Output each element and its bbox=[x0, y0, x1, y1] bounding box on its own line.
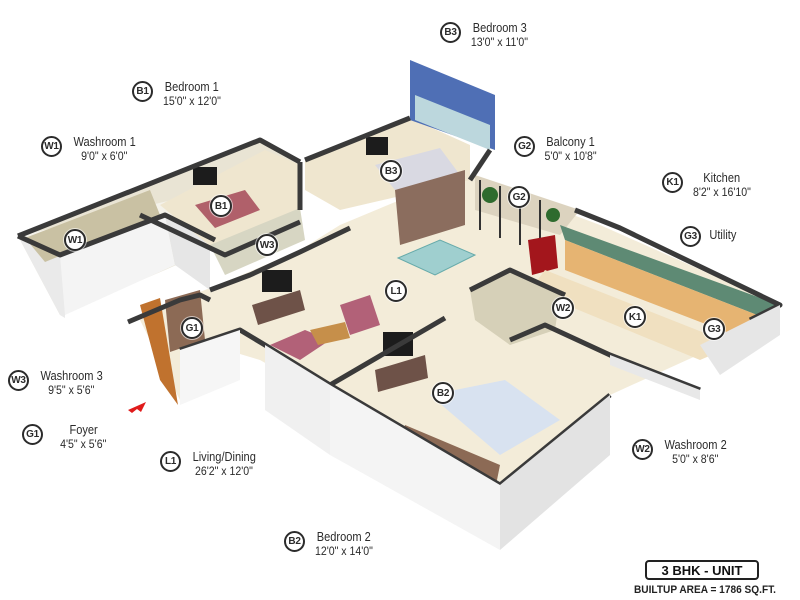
legend-name: Foyer bbox=[69, 422, 98, 437]
legend-dim: 8'2" x 16'10" bbox=[692, 185, 751, 199]
plan-tag-b2: B2 bbox=[432, 382, 454, 404]
plan-tag-g2: G2 bbox=[508, 186, 530, 208]
legend-name: Utility bbox=[709, 227, 737, 242]
plan-tag-g3: G3 bbox=[703, 318, 725, 340]
legend-name: Living/Dining bbox=[192, 449, 256, 464]
legend-dim: 9'0" x 6'0" bbox=[81, 149, 128, 163]
plan-tag-k1: K1 bbox=[624, 306, 646, 328]
builtup-area-label: BUILTUP AREA = 1786 SQ.FT. bbox=[634, 584, 776, 596]
legend-name: Washroom 2 bbox=[664, 437, 727, 452]
legend-name: Bedroom 3 bbox=[472, 20, 527, 35]
legend-badge: B2 bbox=[284, 531, 305, 552]
legend-dim: 26'2" x 12'0" bbox=[195, 464, 254, 478]
legend-dim: 15'0" x 12'0" bbox=[162, 94, 221, 108]
legend-name: Bedroom 2 bbox=[316, 529, 371, 544]
unit-type-label: 3 BHK - UNIT bbox=[645, 560, 759, 580]
legend-badge: G1 bbox=[22, 424, 43, 445]
legend-dim: 5'0" x 10'8" bbox=[544, 149, 597, 163]
plan-tag-b1: B1 bbox=[210, 195, 232, 217]
legend-dim: 5'0" x 8'6" bbox=[672, 452, 719, 466]
legend-badge: L1 bbox=[160, 451, 181, 472]
legend-name: Bedroom 1 bbox=[164, 79, 219, 94]
legend-utility: G3 Utility bbox=[680, 224, 739, 247]
legend-dim: 13'0" x 11'0" bbox=[470, 35, 529, 49]
legend-name: Washroom 3 bbox=[40, 368, 103, 383]
legend-badge: B1 bbox=[132, 81, 153, 102]
legend-badge: W2 bbox=[632, 439, 653, 460]
legend-name: Washroom 1 bbox=[73, 134, 136, 149]
entry-arrow-icon bbox=[128, 402, 146, 413]
plan-tag-l1: L1 bbox=[385, 280, 407, 302]
legend-dim: 4'5" x 5'6" bbox=[60, 437, 107, 451]
plan-tag-w2: W2 bbox=[552, 297, 574, 319]
legend-badge: B3 bbox=[440, 22, 461, 43]
legend-dim: 12'0" x 14'0" bbox=[314, 544, 373, 558]
legend-badge: G2 bbox=[514, 136, 535, 157]
legend-badge: W3 bbox=[8, 370, 29, 391]
legend-name: Kitchen bbox=[703, 170, 741, 185]
legend-dim: 9'5" x 5'6" bbox=[48, 383, 95, 397]
legend-badge: K1 bbox=[662, 172, 683, 193]
legend-badge: W1 bbox=[41, 136, 62, 157]
plan-tag-b3: B3 bbox=[380, 160, 402, 182]
legend-badge: G3 bbox=[680, 226, 701, 247]
plan-tag-g1: G1 bbox=[181, 317, 203, 339]
legend-name: Balcony 1 bbox=[546, 134, 595, 149]
plan-tag-w3: W3 bbox=[256, 234, 278, 256]
plan-tag-w1: W1 bbox=[64, 229, 86, 251]
